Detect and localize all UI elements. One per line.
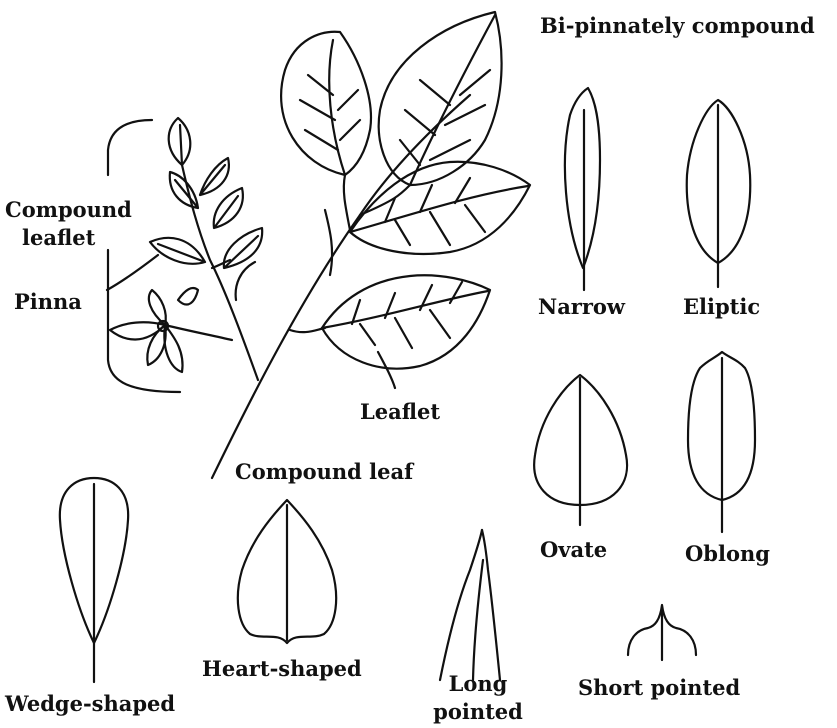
label-narrow: Narrow (538, 295, 625, 318)
label-long-pointed-line1: Long (432, 672, 524, 695)
label-compound-leaf: Compound leaf (235, 460, 413, 483)
label-short-pointed: Short pointed (578, 676, 740, 699)
leaflet-pointer (378, 352, 395, 388)
label-compound-leaflet-line1: Compound (5, 198, 132, 221)
long-pointed-tip (440, 530, 500, 680)
oblong-leaf (688, 352, 755, 532)
ovate-leaf (534, 375, 627, 525)
label-compound-leaflet-line2: leaflet (22, 226, 95, 249)
label-bipinnate: Bi-pinnately compound (540, 14, 815, 37)
wedge-shaped-leaf (60, 478, 128, 682)
label-oblong: Oblong (685, 542, 770, 565)
leaflet-lower (322, 275, 490, 368)
rachis (344, 175, 350, 230)
label-eliptic: Eliptic (683, 295, 760, 318)
label-long-pointed-line2: pointed (420, 700, 536, 723)
short-pointed-tip (628, 605, 696, 660)
eliptic-leaf (687, 100, 750, 287)
pinna-pointer (107, 255, 158, 290)
heart-shaped-leaf (238, 500, 336, 643)
label-wedge-shaped: Wedge-shaped (5, 692, 175, 715)
compound-leaflet-drawing (107, 118, 262, 392)
compound-bracket (108, 120, 180, 392)
label-pinna: Pinna (14, 290, 82, 313)
label-leaflet: Leaflet (360, 400, 440, 423)
leaflet-upper-left (281, 32, 371, 175)
label-ovate: Ovate (540, 538, 607, 561)
narrow-leaf (565, 88, 600, 290)
label-heart-shaped: Heart-shaped (202, 657, 362, 680)
pinna-leaflet (150, 238, 205, 264)
